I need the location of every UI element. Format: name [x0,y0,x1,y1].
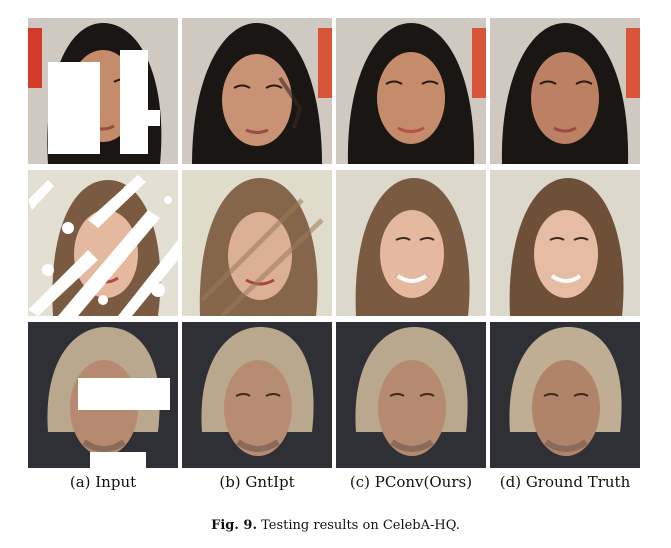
mask-block [120,50,148,154]
row1-gntipt-image [182,18,332,164]
row3-groundtruth-image [490,322,640,468]
column-label-pconv: (c) PConv(Ours) [349,473,473,491]
figure-grid [28,18,640,470]
row3-pconv-image [336,322,486,468]
row3-input-image [28,322,178,468]
figure-caption: Fig. 9. Testing results on CelebA-HQ. [0,518,671,533]
caption-prefix: Fig. 9. [211,518,257,533]
row2-input-image [28,170,178,316]
mask-block [90,452,146,468]
column-label-groundtruth: (d) Ground Truth [499,473,631,491]
mask-strokes [28,175,178,316]
row3-gntipt-image [182,322,332,468]
mask-block [48,62,100,154]
row1-groundtruth-image [490,18,640,164]
row2-gntipt-image [182,170,332,316]
caption-text: Testing results on CelebA-HQ. [256,518,460,533]
row2-pconv-image [336,170,486,316]
column-label-gntipt: (b) GntIpt [219,473,295,491]
mask-block [146,110,160,126]
row1-input-image [28,18,178,164]
column-label-input: (a) Input [69,473,137,491]
mask-block [78,378,170,410]
row2-groundtruth-image [490,170,640,316]
row1-pconv-image [336,18,486,164]
